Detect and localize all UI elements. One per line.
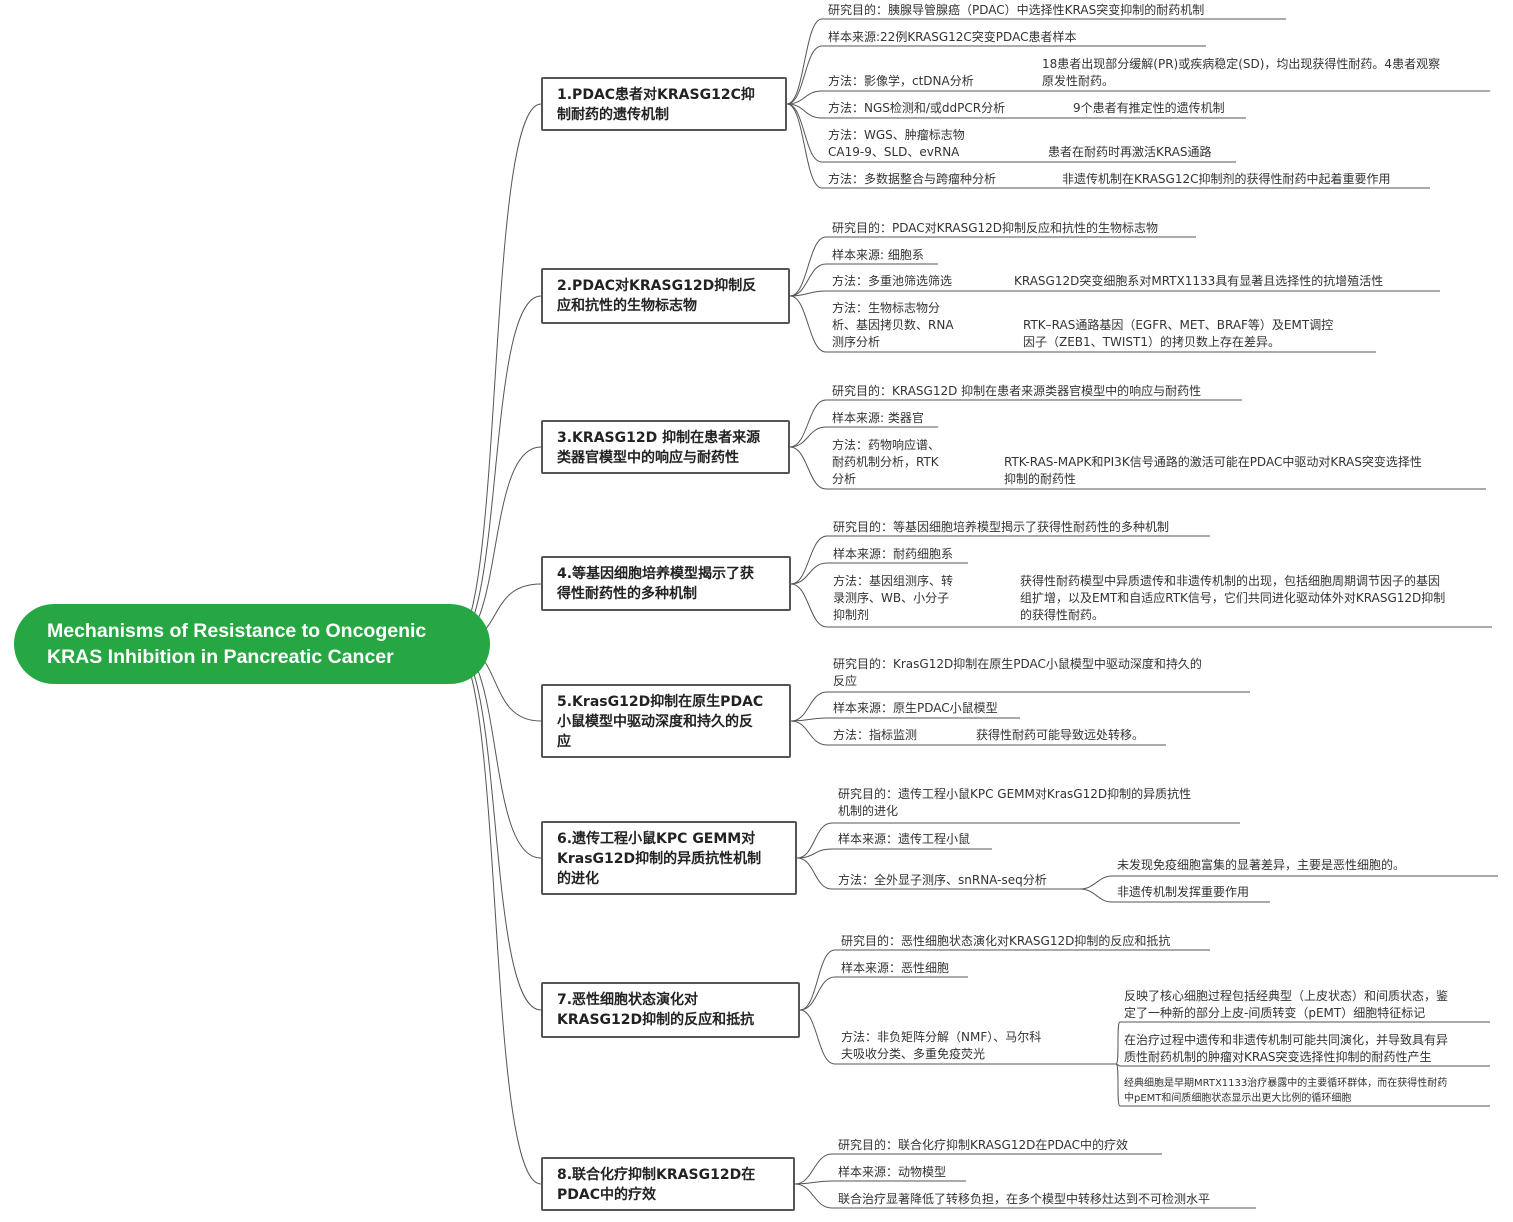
root-to-branch-2 — [451, 295, 542, 645]
leaf-method: 方法：WGS、肿瘤标志物 CA19-9、SLD、evRNA — [828, 128, 965, 159]
branch-node-3[interactable]: 3.KRASG12D 抑制在患者来源 类器官模型中的响应与耐药性 — [541, 420, 790, 474]
leaf-result: 获得性耐药模型中异质遗传和非遗传机制的出现，包括细胞周期调节因子的基因 组扩增，… — [1020, 574, 1446, 622]
leaf-result: RTK–RAS通路基因（EGFR、MET、BRAF等）及EMT调控 因子（ZEB… — [1023, 318, 1334, 349]
branch-node-6[interactable]: 6.遗传工程小鼠KPC GEMM对 KrasG12D抑制的异质抗性机制 的进化 — [541, 821, 797, 895]
leaf-method: 方法：NGS检测和/或ddPCR分析 — [828, 101, 1006, 115]
b2-link-2 — [789, 290, 827, 297]
b4-link-0 — [790, 535, 828, 585]
leaf-method: 方法：非负矩阵分解（NMF）、马尔科 夫吸收分类、多重免疫荧光 — [841, 1030, 1042, 1061]
root-to-branch-8 — [451, 643, 542, 1185]
leaf-method: 方法：生物标志物分 析、基因拷贝数、RNA 测序分析 — [832, 301, 954, 349]
b6-link-0 — [796, 822, 833, 859]
root-to-branch-1 — [451, 103, 542, 645]
b7-link-0 — [799, 949, 836, 1011]
b4-link-2 — [790, 583, 828, 628]
b2-link-0 — [789, 236, 827, 297]
leaf-result: KRASG12D突变细胞系对MRTX1133具有显著且选择性的抗增殖活性 — [1014, 274, 1384, 288]
b5-link-1 — [790, 717, 828, 722]
leaf-sample: 样本来源：遗传工程小鼠 — [838, 832, 971, 846]
leaf-result: 反映了核心细胞过程包括经典型（上皮状态）和间质状态，鉴 定了一种新的部分上皮-间… — [1124, 989, 1449, 1020]
b7-result-link-0 — [1115, 1021, 1121, 1065]
b7-result-link-2 — [1115, 1063, 1121, 1107]
leaf-purpose: 研究目的：KrasG12D抑制在原生PDAC小鼠模型中驱动深度和持久的 反应 — [833, 657, 1202, 688]
root-node-title[interactable]: Mechanisms of Resistance to Oncogenic KR… — [14, 604, 490, 684]
b6-link-2 — [796, 857, 833, 890]
b1-link-5 — [786, 103, 823, 189]
leaf-result: 非遗传机制在KRASG12C抑制剂的获得性耐药中起着重要作用 — [1062, 172, 1391, 186]
b1-link-0 — [786, 18, 823, 105]
leaf-result: 经典细胞是早期MRTX1133治疗暴露中的主要循环群体，而在获得性耐药 中pEM… — [1124, 1078, 1448, 1104]
leaf-sample: 样本来源: 类器官 — [832, 411, 924, 425]
leaf-purpose: 研究目的：PDAC对KRASG12D抑制反应和抗性的生物标志物 — [832, 221, 1158, 235]
branch-node-4[interactable]: 4.等基因细胞培养模型揭示了获 得性耐药性的多种机制 — [541, 556, 791, 611]
b6-result-link-0 — [1079, 875, 1113, 890]
leaf-result: 患者在耐药时再激活KRAS通路 — [1048, 145, 1212, 159]
b1-link-3 — [786, 103, 823, 119]
leaf-result: 获得性耐药可能导致远处转移。 — [976, 728, 1145, 742]
b3-link-0 — [789, 399, 827, 448]
b5-link-0 — [790, 691, 828, 722]
leaf-conclusion: 联合治疗显著降低了转移负担，在多个模型中转移灶达到不可检测水平 — [838, 1192, 1211, 1206]
leaf-sample: 样本来源：恶性细胞 — [841, 961, 950, 975]
leaf-result: 未发现免疫细胞富集的显著差异，主要是恶性细胞的。 — [1117, 858, 1406, 872]
b3-link-2 — [789, 446, 827, 490]
leaf-result: 非遗传机制发挥重要作用 — [1117, 885, 1250, 899]
root-to-branch-7 — [451, 643, 542, 1011]
leaf-purpose: 研究目的：KRASG12D 抑制在患者来源类器官模型中的响应与耐药性 — [832, 384, 1202, 398]
b8-link-1 — [794, 1180, 833, 1185]
leaf-purpose: 研究目的：联合化疗抑制KRASG12D在PDAC中的疗效 — [838, 1138, 1128, 1152]
leaf-result: RTK-RAS-MAPK和PI3K信号通路的激活可能在PDAC中驱动对KRAS突… — [1004, 455, 1422, 486]
branch-node-1[interactable]: 1.PDAC患者对KRASG12C抑 制耐药的遗传机制 — [541, 77, 787, 131]
leaf-method: 方法：药物响应谱、 耐药机制分析，RTK 分析 — [832, 438, 941, 486]
b1-link-1 — [786, 45, 823, 105]
leaf-method: 方法：全外显子测序、snRNA-seq分析 — [838, 873, 1047, 887]
leaf-result: 18患者出现部分缓解(PR)或疾病稳定(SD)，均出现获得性耐药。4患者观察 原… — [1042, 57, 1441, 88]
b6-result-link-1 — [1079, 888, 1113, 903]
leaf-purpose: 研究目的：胰腺导管腺癌（PDAC）中选择性KRAS突变抑制的耐药机制 — [828, 3, 1205, 17]
leaf-sample: 样本来源:22例KRASG12C突变PDAC患者样本 — [828, 30, 1077, 44]
leaf-purpose: 研究目的：等基因细胞培养模型揭示了获得性耐药性的多种机制 — [833, 520, 1170, 534]
leaf-result: 在治疗过程中遗传和非遗传机制可能共同演化，并导致具有异 质性耐药机制的肿瘤对KR… — [1124, 1033, 1449, 1064]
b1-link-4 — [786, 103, 823, 163]
b8-link-2 — [794, 1183, 833, 1209]
leaf-result: 9个患者有推定性的遗传机制 — [1073, 101, 1225, 115]
b2-link-3 — [789, 295, 827, 353]
leaf-purpose: 研究目的：遗传工程小鼠KPC GEMM对KrasG12D抑制的异质抗性 机制的进… — [838, 787, 1192, 818]
b7-link-2 — [799, 1009, 836, 1065]
b5-link-2 — [790, 720, 828, 746]
b6-link-1 — [796, 848, 833, 859]
leaf-purpose: 研究目的：恶性细胞状态演化对KRASG12D抑制的反应和抵抗 — [841, 934, 1171, 948]
b1-link-2 — [786, 90, 823, 105]
leaf-method: 方法：影像学，ctDNA分析 — [828, 74, 974, 88]
leaf-method: 方法：多数据整合与跨瘤种分析 — [828, 172, 997, 186]
leaf-method: 方法：基因组测序、转 录测序、WB、小分子 抑制剂 — [833, 574, 954, 622]
leaf-sample: 样本来源：原生PDAC小鼠模型 — [833, 701, 998, 715]
b7-link-1 — [799, 976, 836, 1011]
branch-node-8[interactable]: 8.联合化疗抑制KRASG12D在 PDAC中的疗效 — [541, 1157, 795, 1211]
leaf-sample: 样本来源：动物模型 — [838, 1165, 947, 1179]
branch-node-2[interactable]: 2.PDAC对KRASG12D抑制反 应和抗性的生物标志物 — [541, 268, 790, 324]
branch-node-5[interactable]: 5.KrasG12D抑制在原生PDAC 小鼠模型中驱动深度和持久的反 应 — [541, 684, 791, 758]
b3-link-1 — [789, 426, 827, 448]
leaf-method: 方法：指标监测 — [833, 728, 918, 742]
b4-link-1 — [790, 562, 828, 585]
branch-node-7[interactable]: 7.恶性细胞状态演化对 KRASG12D抑制的反应和抵抗 — [541, 982, 800, 1038]
leaf-sample: 样本来源：耐药细胞系 — [833, 547, 954, 561]
b8-link-0 — [794, 1153, 833, 1185]
b2-link-1 — [789, 263, 827, 297]
leaf-method: 方法：多重池筛选筛选 — [832, 274, 953, 288]
leaf-sample: 样本来源: 细胞系 — [832, 248, 924, 262]
